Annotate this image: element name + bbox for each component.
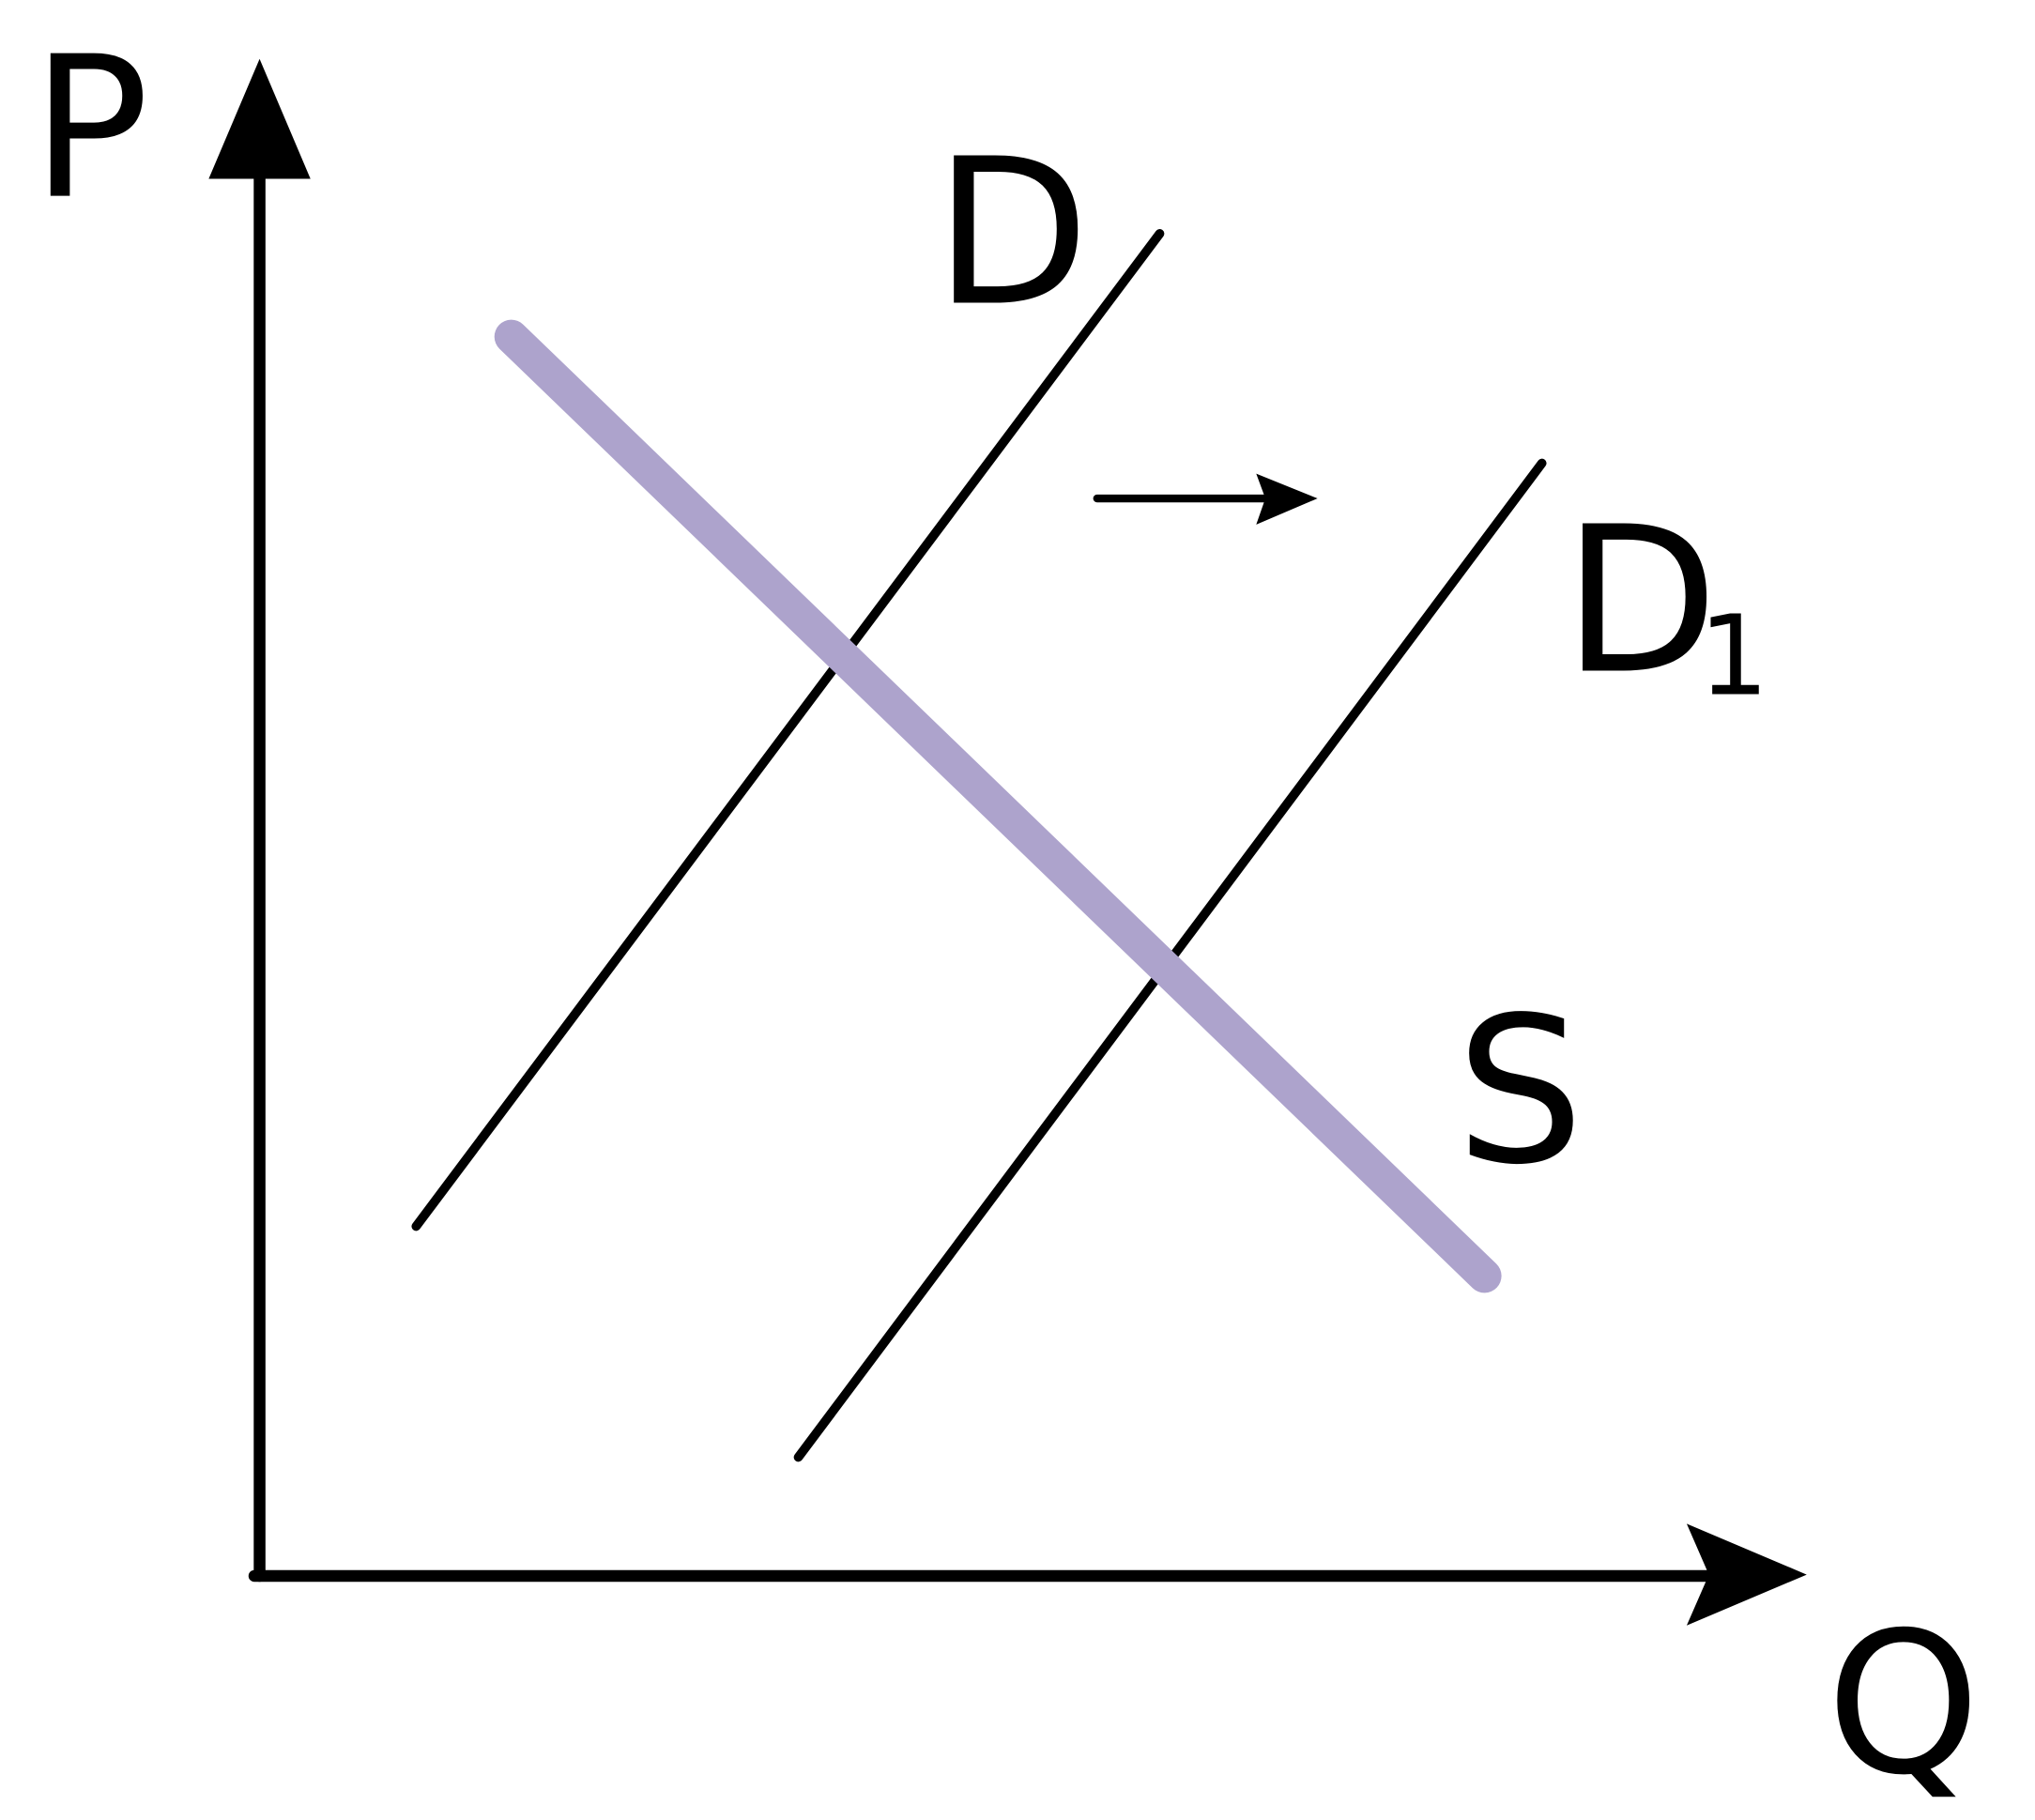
supply-label-s: S <box>1456 973 1584 1209</box>
x-axis-arrowhead <box>1686 1523 1807 1626</box>
supply-curve-s <box>494 319 1502 1293</box>
demand-label-d1-subscript: 1 <box>1698 590 1768 720</box>
y-axis-arrowhead <box>208 58 311 179</box>
demand-label-d: D <box>934 115 1090 351</box>
shift-arrowhead <box>1256 473 1318 525</box>
x-axis-label: Q <box>1827 1591 1981 1818</box>
demand-label-d1: D <box>1563 482 1719 718</box>
y-axis-label: P <box>31 16 149 243</box>
demand-curve-d <box>411 229 1165 1231</box>
